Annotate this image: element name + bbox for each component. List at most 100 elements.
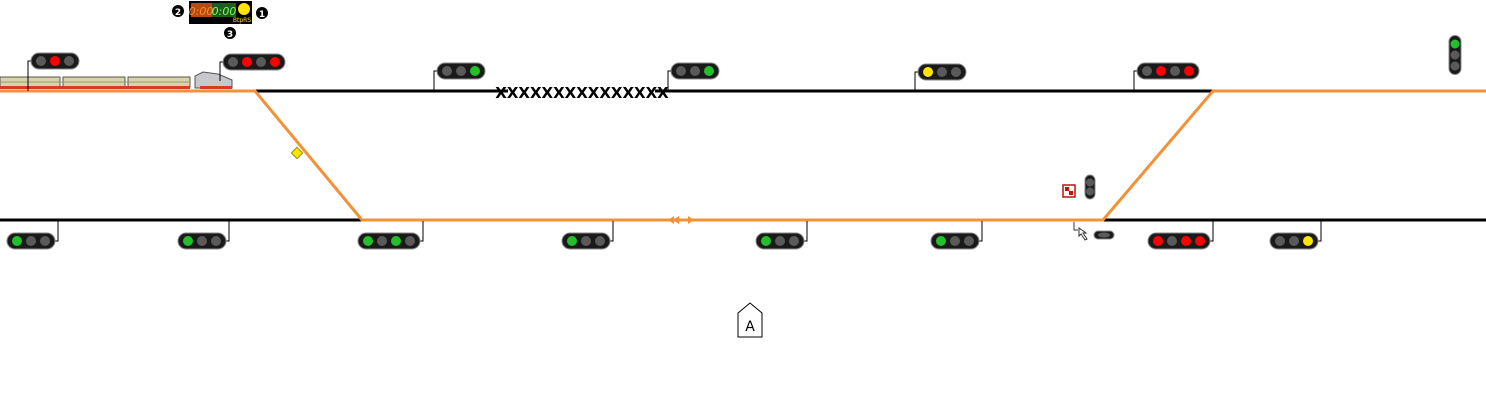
signal-head bbox=[222, 53, 286, 71]
signal-lamp-off bbox=[1275, 236, 1285, 246]
signal-lamp-off bbox=[40, 236, 50, 246]
signal-lamp-off bbox=[775, 236, 785, 246]
signal-lamp-red bbox=[1181, 236, 1191, 246]
signal-post bbox=[219, 61, 223, 81]
cursor-arrow-icon bbox=[1078, 227, 1088, 241]
signal-lamp-green bbox=[363, 236, 373, 246]
signal-bottom-5[interactable] bbox=[755, 221, 808, 250]
signal-lamp-off bbox=[1170, 66, 1180, 76]
signal-lamp-off bbox=[690, 66, 700, 76]
badge-2-label: 2 bbox=[175, 8, 181, 18]
signal-shunt-vertical[interactable] bbox=[1084, 174, 1096, 200]
direction-arrows-icon bbox=[668, 216, 694, 224]
signal-post bbox=[979, 221, 983, 242]
signal-lamp-off bbox=[228, 57, 238, 67]
signal-lamp-green bbox=[470, 66, 480, 76]
signal-post bbox=[914, 71, 918, 91]
diamond-marker-icon[interactable] bbox=[290, 146, 304, 160]
signal-lamp-green bbox=[1450, 39, 1460, 49]
signal-post bbox=[1133, 70, 1137, 90]
signal-lamp-off bbox=[581, 236, 591, 246]
display-sub-label: BtpRS bbox=[233, 17, 251, 24]
signal-lamp-off bbox=[1086, 187, 1094, 196]
signal-lamp-green bbox=[761, 236, 771, 246]
signal-post bbox=[1318, 221, 1322, 242]
signal-lamp-off bbox=[197, 236, 207, 246]
signal-lamp-green bbox=[936, 236, 946, 246]
signal-lamp-off bbox=[951, 67, 961, 77]
signal-lamp-off bbox=[595, 236, 605, 246]
signal-lamp-off bbox=[1450, 50, 1460, 60]
signal-lamp-red bbox=[1153, 236, 1163, 246]
signal-bottom-1[interactable] bbox=[6, 221, 59, 250]
signal-top-2[interactable] bbox=[219, 53, 286, 81]
signal-post bbox=[1210, 221, 1214, 242]
signal-lamp-green bbox=[704, 66, 714, 76]
signal-top-1[interactable] bbox=[27, 52, 80, 91]
signal-top-3[interactable] bbox=[433, 62, 486, 90]
display-status-lamp bbox=[238, 3, 250, 15]
signal-lamp-off bbox=[442, 66, 452, 76]
signal-lamp-off bbox=[405, 236, 415, 246]
signal-bottom-3[interactable] bbox=[357, 221, 424, 250]
signal-bottom-7[interactable] bbox=[1147, 221, 1214, 250]
signals-layer bbox=[6, 35, 1462, 250]
badge-2-icon[interactable]: 2 bbox=[172, 5, 184, 18]
station-marker-label: A bbox=[745, 319, 755, 335]
signal-lamp-off bbox=[26, 236, 36, 246]
checker-block-icon[interactable] bbox=[1062, 184, 1076, 198]
signal-lamp-red bbox=[1184, 66, 1194, 76]
signal-lamp-red bbox=[50, 56, 60, 66]
signal-lamp-off bbox=[950, 236, 960, 246]
signal-post bbox=[433, 70, 437, 90]
signal-lamp-off bbox=[1167, 236, 1177, 246]
signal-lamp-yellow bbox=[923, 67, 933, 77]
signal-post bbox=[55, 221, 59, 242]
signal-top-5[interactable] bbox=[914, 63, 967, 91]
signal-post bbox=[667, 70, 671, 90]
signal-bottom-8[interactable] bbox=[1269, 221, 1322, 250]
time-display-panel[interactable]: 0:00 0:00 BtpRS bbox=[189, 1, 252, 24]
signal-lamp-off bbox=[789, 236, 799, 246]
signal-lamp-red bbox=[1156, 66, 1166, 76]
display-right-value: 0:00 bbox=[212, 5, 237, 18]
signal-head bbox=[1147, 232, 1211, 250]
signal-lamp-red bbox=[1195, 236, 1205, 246]
signal-shunt-small[interactable] bbox=[1093, 230, 1115, 240]
signal-lamp-green bbox=[183, 236, 193, 246]
signal-lamp-green bbox=[567, 236, 577, 246]
signal-lamp-off bbox=[964, 236, 974, 246]
signal-head bbox=[357, 232, 421, 250]
signal-post bbox=[804, 221, 808, 242]
signal-bottom-6[interactable] bbox=[930, 221, 983, 250]
badge-3-label: 3 bbox=[227, 30, 233, 40]
signal-lamp-red bbox=[270, 57, 280, 67]
signal-lamp-red bbox=[242, 57, 252, 67]
signal-lamp-off bbox=[1142, 66, 1152, 76]
signal-top-6[interactable] bbox=[1133, 62, 1200, 90]
signal-lamp-off bbox=[377, 236, 387, 246]
signal-head bbox=[1136, 62, 1200, 80]
signal-post bbox=[27, 60, 31, 91]
signal-post bbox=[420, 221, 424, 242]
station-marker[interactable]: A bbox=[737, 302, 763, 338]
badge-1-label: 1 bbox=[259, 10, 265, 20]
cursor-leader-line bbox=[1073, 222, 1078, 231]
signal-lamp-off bbox=[1086, 178, 1094, 187]
signal-bottom-4[interactable] bbox=[561, 221, 614, 250]
signal-post bbox=[610, 221, 614, 242]
signal-top-4[interactable] bbox=[667, 62, 720, 90]
badge-3-icon[interactable]: 3 bbox=[224, 27, 236, 40]
signal-bottom-2[interactable] bbox=[177, 221, 230, 250]
signal-lamp-off bbox=[211, 236, 221, 246]
route-path bbox=[0, 89, 1486, 222]
signal-lamp-off bbox=[937, 67, 947, 77]
badge-1-icon[interactable]: 1 bbox=[256, 7, 268, 20]
track-label: XXXXXXXXXXXXXXX bbox=[495, 84, 669, 102]
signal-lamp-yellow bbox=[1303, 236, 1313, 246]
signal-lamp-off bbox=[456, 66, 466, 76]
signal-top-7-vertical[interactable] bbox=[1448, 35, 1462, 75]
signal-lamp-green bbox=[12, 236, 22, 246]
train-icon[interactable] bbox=[0, 71, 233, 89]
